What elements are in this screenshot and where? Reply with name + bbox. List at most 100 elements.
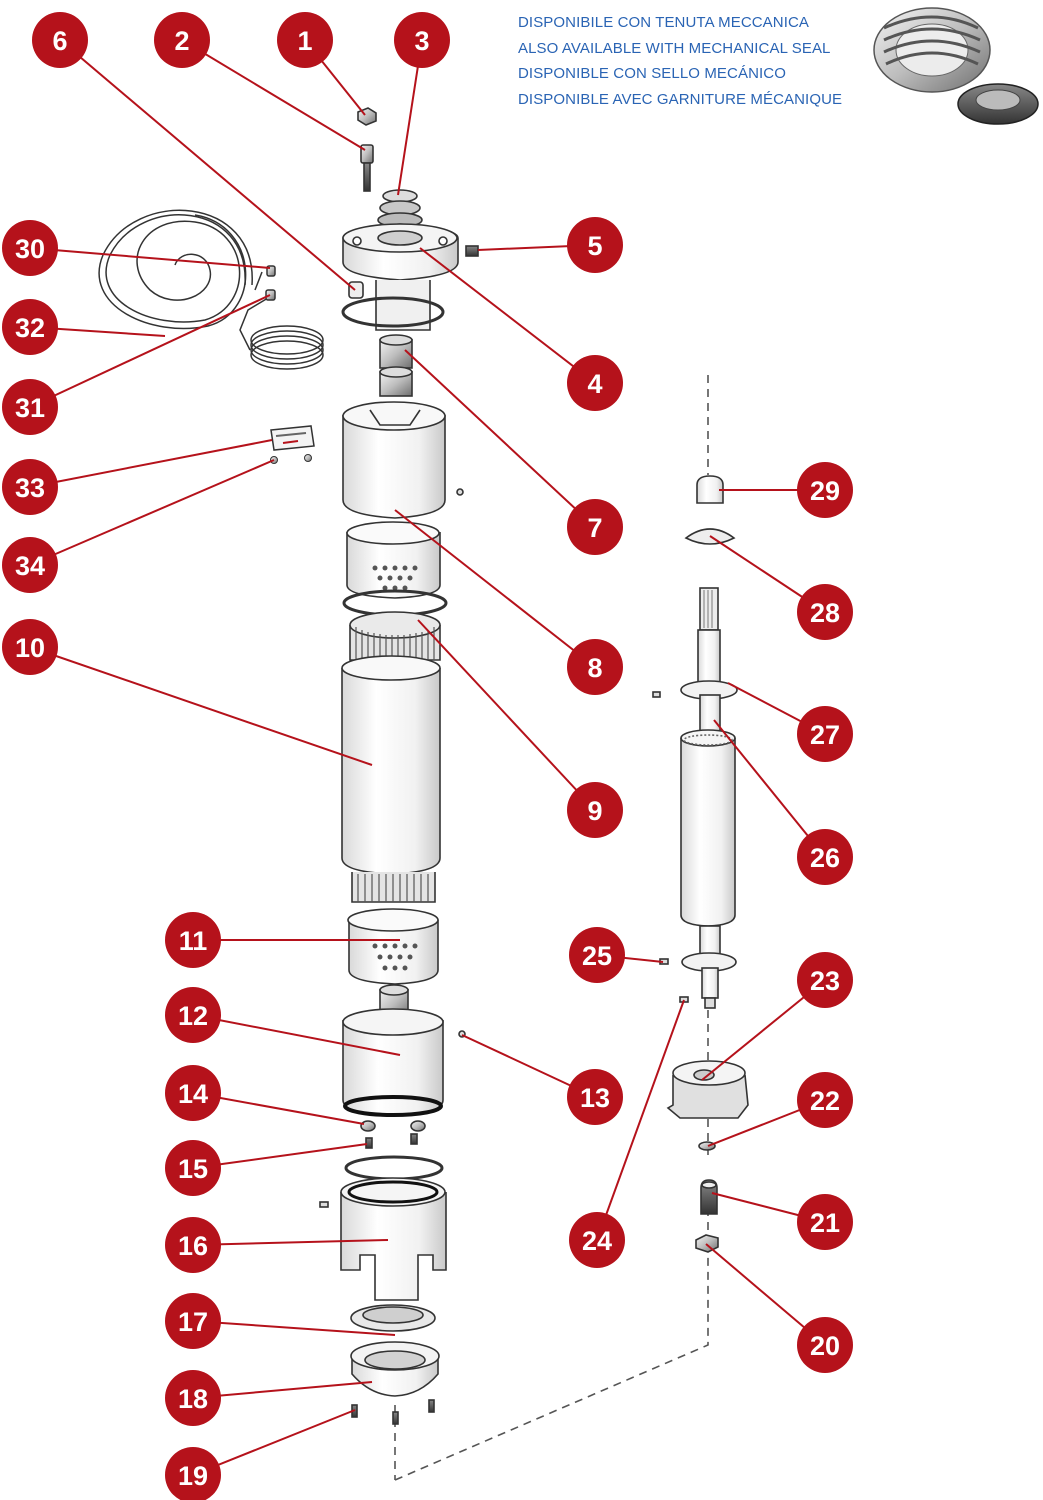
callout-label: 34 bbox=[15, 551, 45, 581]
note-line-fr: DISPONIBLE AVEC GARNITURE MÉCANIQUE bbox=[518, 90, 843, 108]
callout-label: 30 bbox=[15, 234, 45, 264]
callout-label: 25 bbox=[582, 941, 612, 971]
callout-label: 4 bbox=[587, 369, 602, 399]
callout-label: 12 bbox=[178, 1001, 208, 1031]
callout-label: 11 bbox=[179, 926, 208, 956]
callout-circle bbox=[797, 584, 853, 640]
part-upper-housing-8 bbox=[342, 401, 464, 519]
callout-2: 2 bbox=[154, 12, 210, 68]
callout-circle bbox=[2, 537, 58, 593]
callout-18: 18 bbox=[165, 1370, 221, 1426]
callout-circle bbox=[32, 12, 88, 68]
callout-circle bbox=[567, 217, 623, 273]
callout-circle bbox=[165, 1293, 221, 1349]
callout-1: 1 bbox=[277, 12, 333, 68]
pump-parts bbox=[319, 107, 479, 1425]
callout-circle bbox=[567, 355, 623, 411]
callout-circle bbox=[2, 299, 58, 355]
part-o-ring-top bbox=[341, 296, 445, 328]
callout-circle bbox=[797, 1317, 853, 1373]
part-top-flange-4 bbox=[342, 223, 459, 331]
callout-label: 7 bbox=[587, 513, 602, 543]
callout-label: 33 bbox=[15, 473, 45, 503]
cable-parts bbox=[98, 209, 324, 370]
callout-label: 8 bbox=[587, 653, 602, 683]
callout-circle bbox=[2, 459, 58, 515]
callout-14: 14 bbox=[165, 1065, 221, 1121]
callout-23: 23 bbox=[797, 952, 853, 1008]
callout-circle bbox=[394, 12, 450, 68]
callout-circle bbox=[569, 1212, 625, 1268]
callout-label: 24 bbox=[582, 1226, 612, 1256]
callout-circle bbox=[2, 220, 58, 276]
axis-lines bbox=[394, 375, 709, 1481]
callout-label: 9 bbox=[587, 796, 602, 826]
callout-19: 19 bbox=[165, 1447, 221, 1500]
part-cable-clip-31 bbox=[265, 289, 276, 301]
part-bushings-7 bbox=[379, 334, 413, 397]
callout-label: 16 bbox=[178, 1231, 208, 1261]
callout-33: 33 bbox=[2, 459, 58, 515]
callout-label: 31 bbox=[15, 393, 45, 423]
part-filter-plate-17 bbox=[350, 1304, 436, 1332]
part-base-18 bbox=[350, 1341, 440, 1397]
callout-label: 19 bbox=[178, 1461, 208, 1491]
part-washer-14 bbox=[360, 1120, 426, 1132]
part-stator-jacket-10 bbox=[341, 655, 441, 875]
callout-label: 13 bbox=[580, 1083, 610, 1113]
callout-label: 10 bbox=[15, 633, 45, 663]
callout-label: 5 bbox=[587, 231, 602, 261]
callout-31: 31 bbox=[2, 379, 58, 435]
callout-circle bbox=[165, 1065, 221, 1121]
callout-8: 8 bbox=[567, 639, 623, 695]
callout-label: 29 bbox=[810, 476, 840, 506]
callout-13: 13 bbox=[567, 1069, 623, 1125]
callout-21: 21 bbox=[797, 1194, 853, 1250]
callout-6: 6 bbox=[32, 12, 88, 68]
part-shaft-27 bbox=[652, 587, 738, 736]
callout-label: 28 bbox=[810, 598, 840, 628]
note-line-en: ALSO AVAILABLE WITH MECHANICAL SEAL bbox=[518, 39, 831, 57]
callout-circle bbox=[567, 782, 623, 838]
part-lower-end-winding-11 bbox=[347, 908, 439, 985]
part-cap-29 bbox=[696, 475, 724, 504]
callout-circle bbox=[567, 639, 623, 695]
part-screw-21 bbox=[700, 1179, 718, 1215]
callout-circle bbox=[2, 379, 58, 435]
callout-30: 30 bbox=[2, 220, 58, 276]
callout-label: 18 bbox=[178, 1384, 208, 1414]
callout-12: 12 bbox=[165, 987, 221, 1043]
callout-label: 1 bbox=[297, 26, 312, 56]
callout-17: 17 bbox=[165, 1293, 221, 1349]
callout-circle bbox=[165, 1447, 221, 1500]
callout-11: 11 bbox=[165, 912, 221, 968]
callout-circle bbox=[797, 952, 853, 1008]
callout-label: 17 bbox=[178, 1307, 208, 1337]
part-screws-19 bbox=[351, 1399, 435, 1425]
callout-circle bbox=[165, 1140, 221, 1196]
callout-circle bbox=[567, 1069, 623, 1125]
callout-label: 3 bbox=[414, 26, 429, 56]
callout-22: 22 bbox=[797, 1072, 853, 1128]
callout-circle bbox=[797, 1194, 853, 1250]
callout-10: 10 bbox=[2, 619, 58, 675]
callout-32: 32 bbox=[2, 299, 58, 355]
callout-4: 4 bbox=[567, 355, 623, 411]
callout-7: 7 bbox=[567, 499, 623, 555]
callout-3: 3 bbox=[394, 12, 450, 68]
part-o-ring-bottom bbox=[344, 1155, 444, 1181]
callout-circle bbox=[277, 12, 333, 68]
part-stator-core-bottom bbox=[351, 872, 436, 903]
part-shaft-lower bbox=[681, 925, 737, 1009]
callout-26: 26 bbox=[797, 829, 853, 885]
part-cable-32 bbox=[98, 209, 324, 370]
callout-34: 34 bbox=[2, 537, 58, 593]
callout-circle bbox=[165, 912, 221, 968]
callout-15: 15 bbox=[165, 1140, 221, 1196]
callout-circle bbox=[154, 12, 210, 68]
part-seal-rings-3 bbox=[377, 189, 423, 228]
note-line-es: DISPONIBLE CON SELLO MECÁNICO bbox=[518, 65, 786, 82]
part-stator-core-9 bbox=[349, 611, 441, 661]
callout-circle bbox=[165, 987, 221, 1043]
